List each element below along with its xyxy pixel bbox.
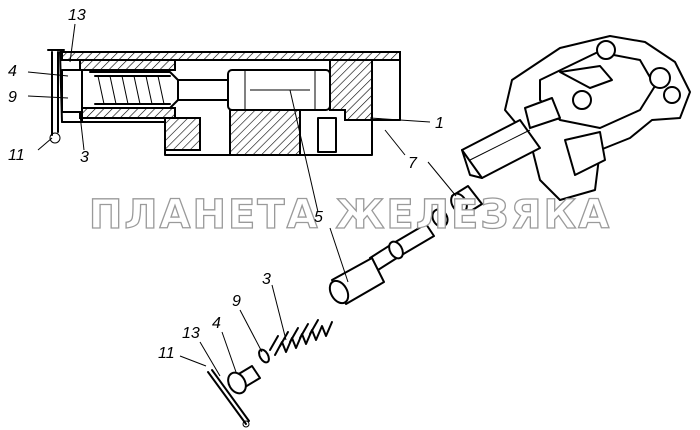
callout-3-bottom: 3: [262, 271, 271, 288]
callout-1: 1: [435, 115, 444, 132]
spring: [269, 319, 333, 356]
valve-body-section: [47, 49, 401, 156]
callout-9-bottom: 9: [232, 293, 241, 310]
watermark-text: ПЛАНЕТА ЖЕЛЕЗЯКА: [89, 192, 611, 238]
exploded-parts: [207, 185, 483, 428]
callout-labels: 13 4 9 11 3 1 7 5 3 9 4 13 11: [8, 7, 444, 362]
callout-4-top: 4: [8, 63, 17, 80]
callout-7: 7: [408, 155, 418, 172]
callout-4-bottom: 4: [212, 315, 221, 332]
callout-11-top: 11: [8, 147, 25, 164]
callout-11-bottom: 11: [158, 345, 175, 362]
callout-9-top: 9: [8, 89, 17, 106]
callout-13-top: 13: [68, 7, 86, 24]
callout-5: 5: [314, 209, 323, 226]
pump-housing: [461, 35, 691, 201]
leader-lines: [27, 23, 457, 377]
callout-3-top: 3: [80, 149, 89, 166]
callout-13-bottom: 13: [182, 325, 200, 342]
